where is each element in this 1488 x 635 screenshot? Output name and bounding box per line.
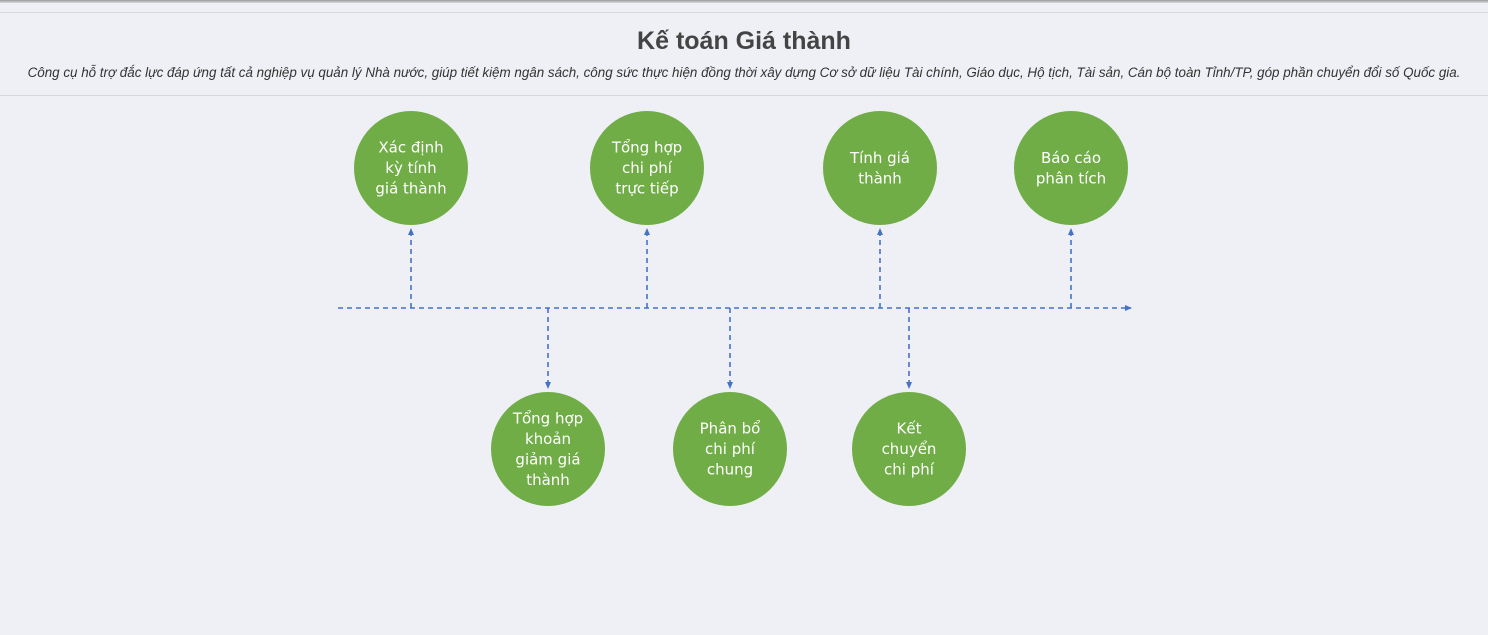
bottom_node-label-line: giảm giá: [515, 450, 580, 468]
top_node-label-line: trực tiếp: [615, 180, 678, 198]
bottom_node-label-line: Phân bổ: [700, 420, 761, 438]
bottom_node-label-line: khoản: [525, 430, 571, 448]
top-edge-shadow: [0, 0, 1488, 3]
top_node-circle: [590, 111, 704, 225]
bottom_node-circle: [673, 392, 787, 506]
bottom_node-label-line: Tổng hợp: [512, 409, 583, 427]
top_node-label-line: Báo cáo: [1041, 149, 1101, 167]
top_node-label-line: phân tích: [1036, 169, 1106, 187]
top_node-circle: [823, 111, 937, 225]
bottom_node-circle: [852, 392, 966, 506]
top_node-label-line: Xác định: [378, 139, 443, 157]
top_node-label-line: giá thành: [375, 180, 446, 198]
bottom_node-label-line: thành: [526, 471, 570, 489]
bottom_node-label-line: chi phí: [884, 461, 935, 479]
top_node-label-line: Tính giá: [849, 149, 910, 167]
node-ket-chuyen-chi-phi: Kết chuyển chi phí: [852, 392, 966, 506]
node-tong-hop-khoan-giam-gia-thanh: Tổng hợp khoản giảm giá thành: [491, 392, 605, 506]
top_node-label-line: thành: [858, 169, 902, 187]
top_node-circle: [1014, 111, 1128, 225]
bottom_node-label-line: chuyển: [882, 440, 937, 458]
node-tinh-gia-thanh: Tính giá thành: [823, 111, 937, 225]
page-title: Kế toán Giá thành: [637, 27, 851, 55]
top_node-label-line: Tổng hợp: [611, 139, 682, 157]
top_node-label-line: chi phí: [622, 159, 673, 177]
top_node-circle: [354, 111, 468, 225]
top_node-label-line: kỳ tính: [385, 159, 436, 177]
node-tong-hop-chi-phi-truc-tiep: Tổng hợp chi phí trực tiếp: [590, 111, 704, 225]
bottom_node-label-line: Kết: [897, 420, 922, 438]
page-header: Kế toán Giá thành Công cụ hỗ trợ đắc lực…: [0, 12, 1488, 96]
node-bao-cao-phan-tich: Báo cáo phân tích: [1014, 111, 1128, 225]
bottom_node-label-line: chi phí: [705, 440, 756, 458]
node-phan-bo-chi-phi-chung: Phân bổ chi phí chung: [673, 392, 787, 506]
bottom_node-label-line: chung: [707, 461, 753, 479]
bottom_node-circle: [491, 392, 605, 506]
page-subtitle: Công cụ hỗ trợ đắc lực đáp ứng tất cả ng…: [27, 65, 1461, 80]
node-xac-dinh-ky-tinh-gia-thanh: Xác định kỳ tính giá thành: [354, 111, 468, 225]
